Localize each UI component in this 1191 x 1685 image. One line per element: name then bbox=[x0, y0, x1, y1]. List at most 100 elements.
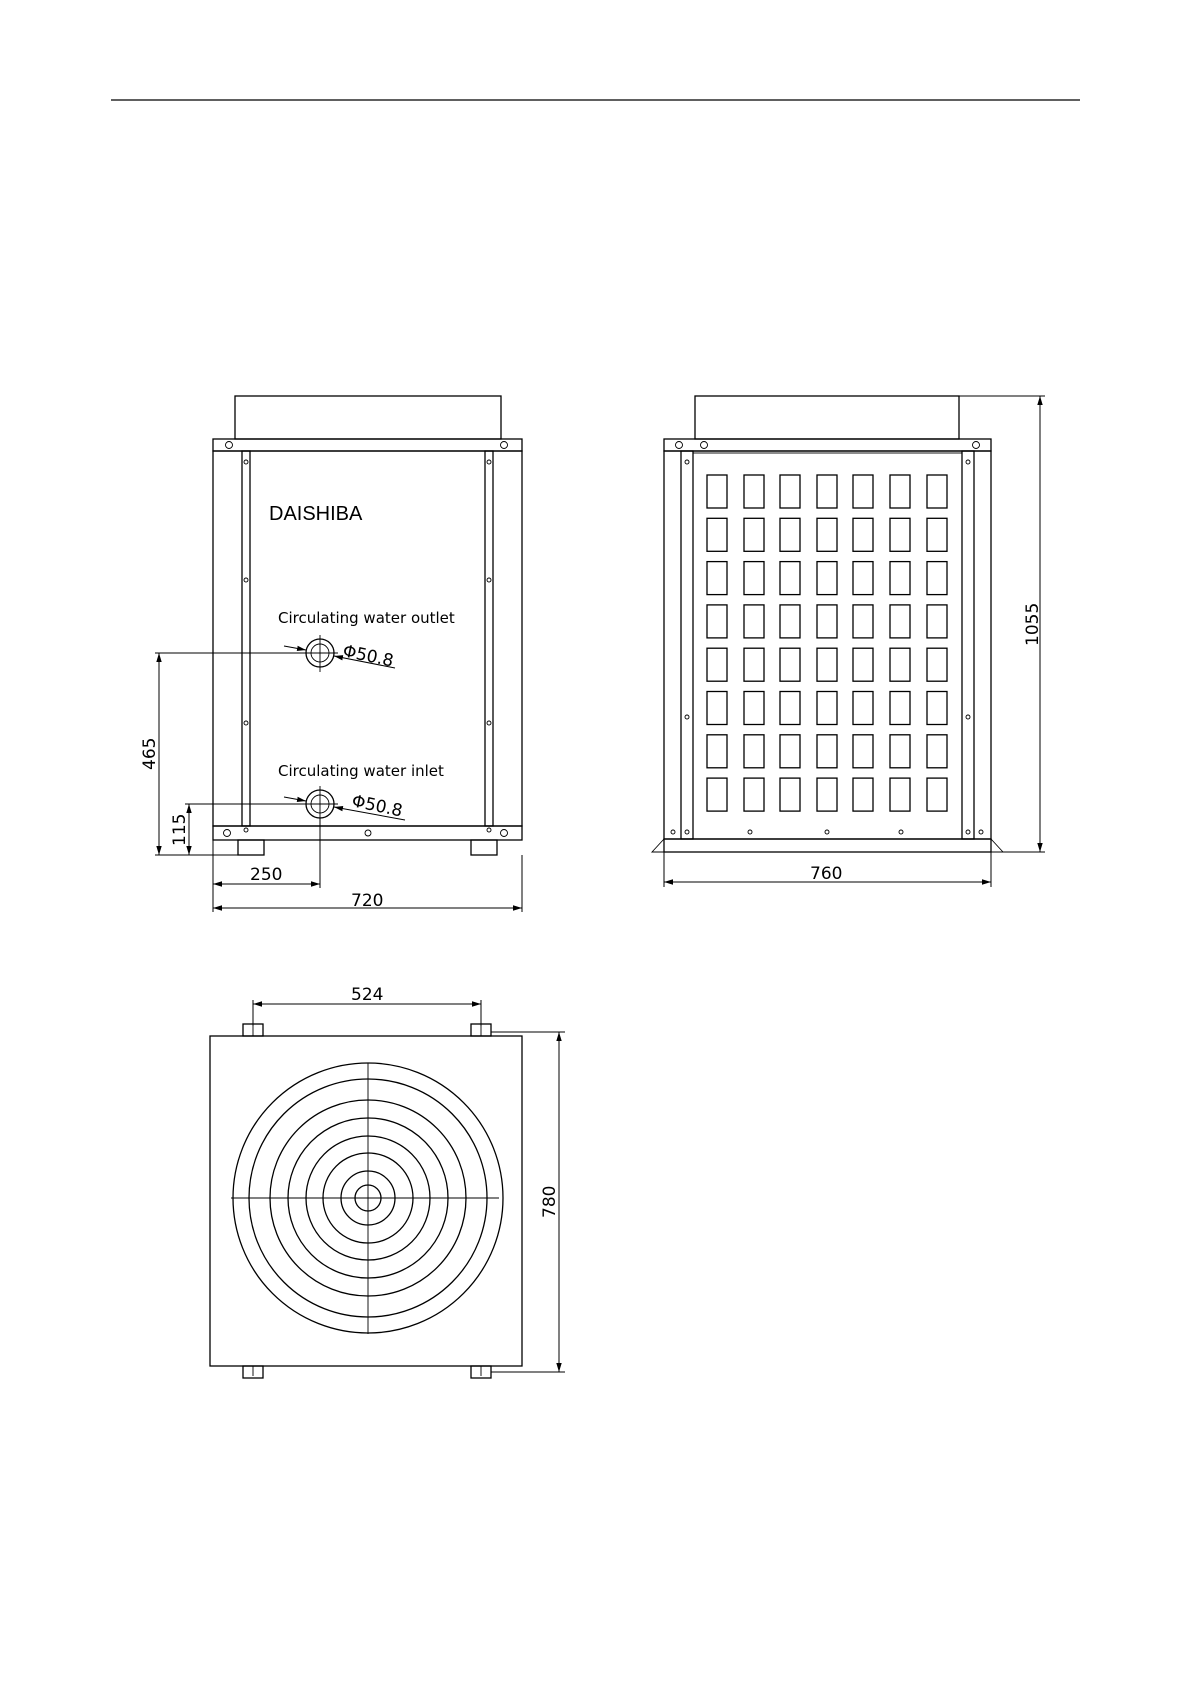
grille-slot bbox=[890, 692, 910, 725]
grille-slot bbox=[744, 735, 764, 768]
side-body bbox=[664, 451, 991, 839]
grille-slot bbox=[780, 475, 800, 508]
grille-slot bbox=[817, 735, 837, 768]
screw bbox=[501, 442, 508, 449]
screw bbox=[973, 442, 980, 449]
grille-slot bbox=[817, 778, 837, 811]
grille-slot bbox=[890, 735, 910, 768]
side-base bbox=[664, 839, 991, 852]
dim-inlet-height: 115 bbox=[170, 814, 190, 846]
screw bbox=[226, 442, 233, 449]
grille-slot bbox=[890, 475, 910, 508]
dim-front-width: 720 bbox=[351, 891, 383, 911]
dim-top-depth: 780 bbox=[540, 1186, 560, 1218]
front-left-post bbox=[242, 451, 250, 826]
screw bbox=[671, 830, 675, 834]
front-foot-right bbox=[471, 840, 497, 855]
grille-slot bbox=[780, 778, 800, 811]
grille-slot bbox=[853, 562, 873, 595]
screw bbox=[487, 721, 491, 725]
outlet-label: Circulating water outlet bbox=[278, 609, 455, 627]
front-top-housing bbox=[235, 396, 501, 439]
grille-slot bbox=[744, 562, 764, 595]
side-left-post bbox=[681, 451, 693, 839]
grille-slot bbox=[817, 605, 837, 638]
screw bbox=[365, 830, 371, 836]
grille-slot bbox=[707, 562, 727, 595]
front-top-rail bbox=[213, 439, 522, 451]
screw bbox=[966, 715, 970, 719]
grille-slot bbox=[853, 518, 873, 551]
dim-pipe-offset: 250 bbox=[250, 865, 282, 885]
grille-slot bbox=[707, 778, 727, 811]
grille-slot bbox=[780, 605, 800, 638]
grille-slot bbox=[853, 605, 873, 638]
screw bbox=[685, 460, 689, 464]
screw bbox=[979, 830, 983, 834]
side-right-post bbox=[962, 451, 974, 839]
side-view: 1055 760 bbox=[652, 396, 1045, 887]
grille-slot bbox=[890, 562, 910, 595]
grille-slot bbox=[780, 562, 800, 595]
grille-slot bbox=[890, 778, 910, 811]
screw bbox=[487, 828, 491, 832]
side-foot-left bbox=[652, 839, 664, 852]
dim-outlet-height: 465 bbox=[140, 738, 160, 770]
grille-slot bbox=[890, 648, 910, 681]
grille-slot bbox=[927, 692, 947, 725]
grille-slot bbox=[853, 692, 873, 725]
screw bbox=[244, 721, 248, 725]
grille-slot bbox=[853, 735, 873, 768]
grille-slot bbox=[927, 605, 947, 638]
outlet-diameter: Φ50.8 bbox=[341, 641, 395, 671]
grille-slot bbox=[744, 475, 764, 508]
grille-slot bbox=[853, 648, 873, 681]
front-right-post bbox=[485, 451, 493, 826]
grille-slot bbox=[927, 735, 947, 768]
screw bbox=[487, 578, 491, 582]
screw bbox=[899, 830, 903, 834]
screw bbox=[487, 460, 491, 464]
grille-slot bbox=[780, 735, 800, 768]
screw bbox=[244, 578, 248, 582]
grille-slot bbox=[927, 475, 947, 508]
grille-slot bbox=[707, 735, 727, 768]
grille-slot bbox=[780, 648, 800, 681]
side-foot-right bbox=[991, 839, 1003, 852]
screw bbox=[966, 830, 970, 834]
dim-foot-spacing: 524 bbox=[351, 985, 383, 1005]
grille-slot bbox=[780, 692, 800, 725]
grille-slot bbox=[853, 475, 873, 508]
screw bbox=[244, 460, 248, 464]
grille-slot bbox=[817, 518, 837, 551]
grille-slot bbox=[927, 778, 947, 811]
grille-slot bbox=[927, 648, 947, 681]
grille-slot bbox=[927, 518, 947, 551]
inlet-leader-arrow bbox=[284, 797, 306, 801]
screw bbox=[685, 830, 689, 834]
grille-slot bbox=[890, 518, 910, 551]
dim-side-width: 760 bbox=[810, 864, 842, 884]
grille-slot bbox=[744, 518, 764, 551]
screw bbox=[701, 442, 708, 449]
screw bbox=[748, 830, 752, 834]
side-top-housing bbox=[695, 396, 959, 439]
grille-slot bbox=[817, 692, 837, 725]
brand-label: DAISHIBA bbox=[269, 503, 363, 525]
grille-slot bbox=[817, 562, 837, 595]
grille-slot bbox=[890, 605, 910, 638]
grille-slot bbox=[744, 605, 764, 638]
top-view: 524 780 bbox=[210, 985, 565, 1378]
grille-slot bbox=[744, 692, 764, 725]
front-base bbox=[213, 826, 522, 840]
grille-slot bbox=[780, 518, 800, 551]
screw bbox=[501, 830, 508, 837]
grille-slot bbox=[707, 648, 727, 681]
front-view: DAISHIBA Circulating water outlet Φ50.8 … bbox=[140, 396, 522, 912]
grille-slot bbox=[744, 648, 764, 681]
grille-slot bbox=[817, 475, 837, 508]
grille-slot bbox=[927, 562, 947, 595]
grille-slot bbox=[744, 778, 764, 811]
grille-slot bbox=[707, 475, 727, 508]
